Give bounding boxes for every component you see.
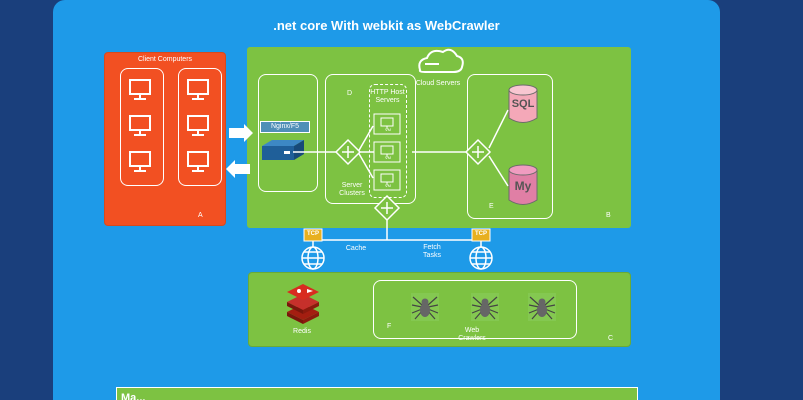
monitor-icon bbox=[187, 115, 209, 136]
tcp-badge-icon bbox=[471, 228, 491, 242]
router-icon bbox=[334, 138, 362, 166]
load-balancer-group bbox=[258, 74, 318, 192]
tcp-badge-icon bbox=[303, 228, 323, 242]
label-e: E bbox=[489, 203, 494, 210]
spider-icon bbox=[528, 293, 556, 321]
client-computers-label: Client Computers bbox=[137, 56, 193, 63]
database-group bbox=[467, 74, 553, 219]
diagram-canvas: .net core With webkit as WebCrawler Clie… bbox=[53, 0, 720, 400]
mysql-label: My bbox=[514, 179, 532, 193]
client-group-left bbox=[120, 68, 164, 186]
monitor-icon bbox=[187, 79, 209, 100]
router-icon bbox=[373, 194, 401, 222]
vm-label: VM bbox=[385, 183, 391, 188]
label-c: C bbox=[608, 335, 614, 342]
server-clusters-group bbox=[325, 74, 416, 204]
redis-label: Redis bbox=[293, 328, 311, 335]
vm-label: VM bbox=[385, 127, 391, 132]
monitor-icon bbox=[129, 115, 151, 136]
vm-icon bbox=[373, 113, 401, 135]
bottom-panel bbox=[116, 387, 638, 400]
cache-label: Cache bbox=[345, 245, 367, 252]
server-appliance-icon bbox=[258, 138, 306, 169]
sql-database-icon bbox=[508, 84, 538, 123]
response-arrow-icon bbox=[226, 160, 250, 178]
vm-icon bbox=[373, 141, 401, 163]
label-a: A bbox=[198, 212, 203, 219]
web-crawlers-group bbox=[373, 280, 577, 339]
label-d: D bbox=[347, 90, 353, 97]
tcp-label: TCP bbox=[475, 231, 487, 237]
client-computers-panel bbox=[105, 53, 225, 225]
spider-icon bbox=[471, 293, 499, 321]
web-crawlers-label: Web Crawlers bbox=[458, 327, 486, 343]
diagram-overlay bbox=[129, 48, 556, 324]
connector-lines bbox=[293, 109, 509, 257]
router-icon bbox=[464, 138, 492, 166]
http-host-label: HTTP Host Servers bbox=[370, 89, 405, 105]
monitor-icon bbox=[129, 151, 151, 172]
globe-icon bbox=[301, 246, 325, 270]
sql-label: SQL bbox=[511, 98, 535, 110]
nginx-label: Nginx/F5 bbox=[260, 121, 310, 133]
fetch-tasks-label: Fetch Tasks bbox=[423, 244, 441, 260]
server-clusters-label: Server Clusters bbox=[339, 182, 365, 198]
monitor-icon bbox=[129, 79, 151, 100]
redis-icon bbox=[287, 284, 319, 324]
label-b: B bbox=[606, 212, 611, 219]
cloud-servers-label: Cloud Servers bbox=[415, 80, 461, 87]
client-group-right bbox=[178, 68, 222, 186]
mysql-database-icon bbox=[508, 164, 538, 205]
request-arrow-icon bbox=[229, 124, 253, 142]
monitor-icon bbox=[187, 151, 209, 172]
client-monitors bbox=[129, 79, 209, 172]
cloud-icon bbox=[418, 48, 464, 73]
globe-icon bbox=[469, 246, 493, 270]
spider-icon bbox=[411, 293, 439, 321]
vm-icon bbox=[373, 169, 401, 191]
label-f: F bbox=[387, 323, 392, 330]
bottom-heading: Ma... bbox=[121, 392, 146, 400]
diagram-title: .net core With webkit as WebCrawler bbox=[273, 18, 500, 33]
tcp-label: TCP bbox=[307, 231, 319, 237]
vm-label: VM bbox=[385, 155, 391, 160]
